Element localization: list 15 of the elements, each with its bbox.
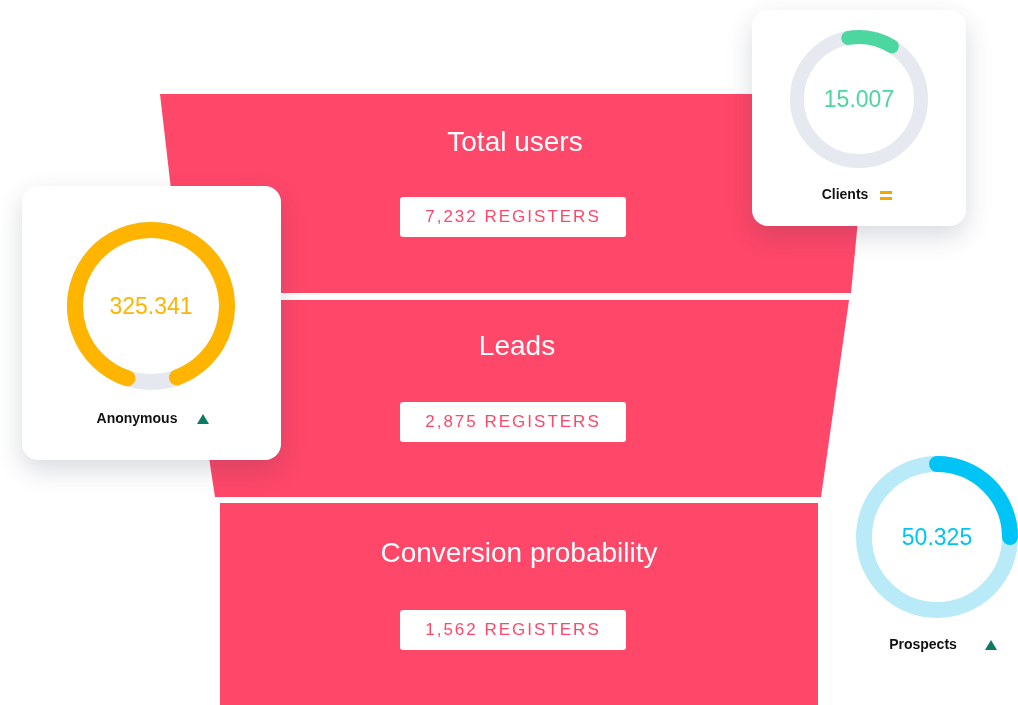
metric-value: 325.341	[109, 292, 193, 320]
metric-label: Clients	[821, 186, 869, 202]
metric-label: Prospects	[889, 636, 957, 652]
register-count-badge: 1,562 REGISTERS	[400, 610, 626, 650]
funnel-stage	[220, 503, 818, 705]
stage-title: Total users	[447, 126, 583, 158]
metric-value: 50.325	[901, 523, 973, 551]
stage-title: Conversion probability	[380, 537, 658, 569]
register-count-badge: 7,232 REGISTERS	[400, 197, 626, 237]
metric-tooltip	[752, 10, 966, 226]
stage-title: Leads	[478, 330, 556, 362]
register-count-badge: 2,875 REGISTERS	[400, 402, 626, 442]
metric-tooltip	[22, 186, 281, 460]
metric-value: 15.007	[823, 85, 895, 113]
metric-label: Anonymous	[96, 410, 178, 426]
